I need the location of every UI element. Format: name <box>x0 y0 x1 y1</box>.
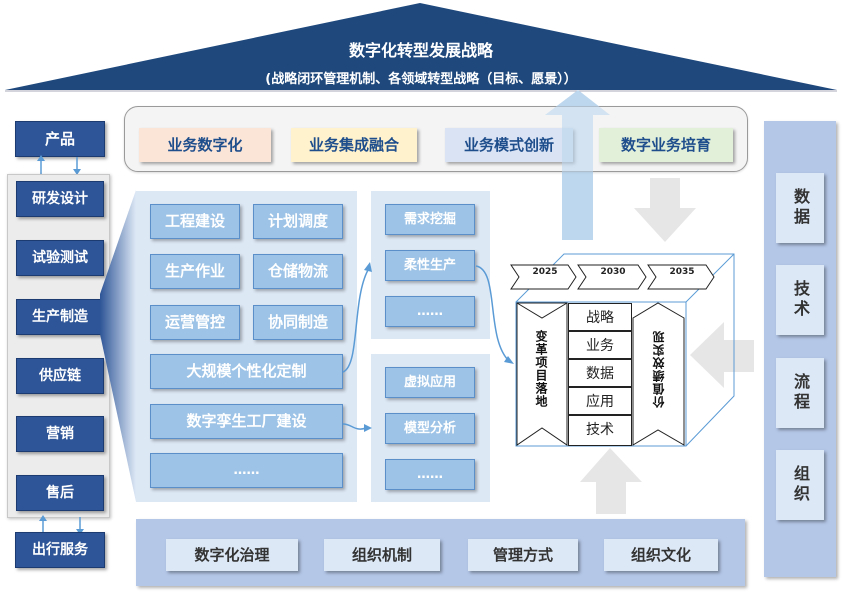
manufacturing-panel: 工程建设 计划调度 生产作业 仓储物流 运营管控 协同制造 大规模个性化定制 数… <box>136 191 357 502</box>
customization-panel: 需求挖掘 柔性生产 …… <box>371 191 490 339</box>
chain-mobility-service: 出行服务 <box>15 532 105 568</box>
chip-demand-mining: 需求挖掘 <box>385 204 475 235</box>
chain-item-after-sales: 售后 <box>16 475 104 511</box>
tag-business-digitalization: 业务数字化 <box>139 128 271 162</box>
strategy-title: 数字化转型发展战略 <box>348 41 493 60</box>
chain-item-manufacturing: 生产制造 <box>16 299 104 335</box>
chip-engineering: 工程建设 <box>150 204 240 239</box>
chain-item-rd-design: 研发设计 <box>16 181 104 217</box>
tag-digital-business-cultivation: 数字业务培育 <box>599 128 733 162</box>
right-data: 数据 <box>776 173 824 243</box>
chain-item-marketing: 营销 <box>16 416 104 452</box>
chip-warehouse-logistics: 仓储物流 <box>253 254 343 289</box>
business-transformation-box: 业务数字化 业务集成融合 业务模式创新 数字业务培育 <box>124 106 748 172</box>
layer-strategy: 战略 <box>568 303 632 331</box>
expansion-funnel <box>100 190 136 502</box>
chip-flexible-production: 柔性生产 <box>385 250 475 281</box>
bottom-org-mechanism: 组织机制 <box>324 539 440 571</box>
label-change-project-landing: 变革项目落地 <box>534 330 548 408</box>
chip-mass-customization: 大规模个性化定制 <box>150 354 343 389</box>
bottom-management-style: 管理方式 <box>468 539 578 571</box>
bidirectional-arrow-icon <box>37 155 81 175</box>
strategy-subtitle: (战略闭环管理机制、各领域转型战略（目标、愿景）） <box>265 72 577 87</box>
layer-business: 业务 <box>568 331 632 359</box>
chip-collaborative-mfg: 协同制造 <box>253 305 343 340</box>
label-value-performance: 价值绩效实现 <box>652 330 666 408</box>
layer-technology: 技术 <box>568 415 632 446</box>
chip-operations-control: 运营管控 <box>150 305 240 340</box>
year-2025: 2025 <box>532 267 558 277</box>
layer-application: 应用 <box>568 387 632 415</box>
left-arrow-icon <box>690 322 754 388</box>
chip-scheduling: 计划调度 <box>253 204 343 239</box>
chip-virtual-application: 虚拟应用 <box>385 367 475 398</box>
digital-twin-panel: 虚拟应用 模型分析 …… <box>371 354 490 502</box>
chip-more: …… <box>385 459 475 490</box>
bottom-org-culture: 组织文化 <box>604 539 718 571</box>
chip-model-analysis: 模型分析 <box>385 413 475 444</box>
organization-foundation-bar: 数字化治理 组织机制 管理方式 组织文化 <box>136 519 745 586</box>
bottom-digital-governance: 数字化治理 <box>166 539 298 571</box>
capability-bar: 数据 技术 流程 组织 <box>764 121 836 577</box>
chip-more: …… <box>385 296 475 327</box>
roof-shape <box>5 3 837 92</box>
right-organization: 组织 <box>776 450 824 520</box>
layer-data: 数据 <box>568 359 632 387</box>
chain-item-supply-chain: 供应链 <box>16 358 104 394</box>
chain-product: 产品 <box>15 121 105 157</box>
tag-business-integration: 业务集成融合 <box>291 128 417 162</box>
down-arrow-icon <box>634 178 696 242</box>
value-chain-column: 研发设计 试验测试 生产制造 供应链 营销 售后 <box>7 174 110 518</box>
year-2035: 2035 <box>669 267 695 277</box>
right-technology: 技术 <box>776 265 824 335</box>
year-2030: 2030 <box>600 267 626 277</box>
chip-digital-twin-factory: 数字孪生工厂建设 <box>150 404 343 439</box>
chip-more: …… <box>150 453 343 488</box>
chip-production: 生产作业 <box>150 254 240 289</box>
right-process: 流程 <box>776 358 824 428</box>
chain-item-testing: 试验测试 <box>16 240 104 276</box>
up-arrow-grey-icon <box>580 448 642 514</box>
